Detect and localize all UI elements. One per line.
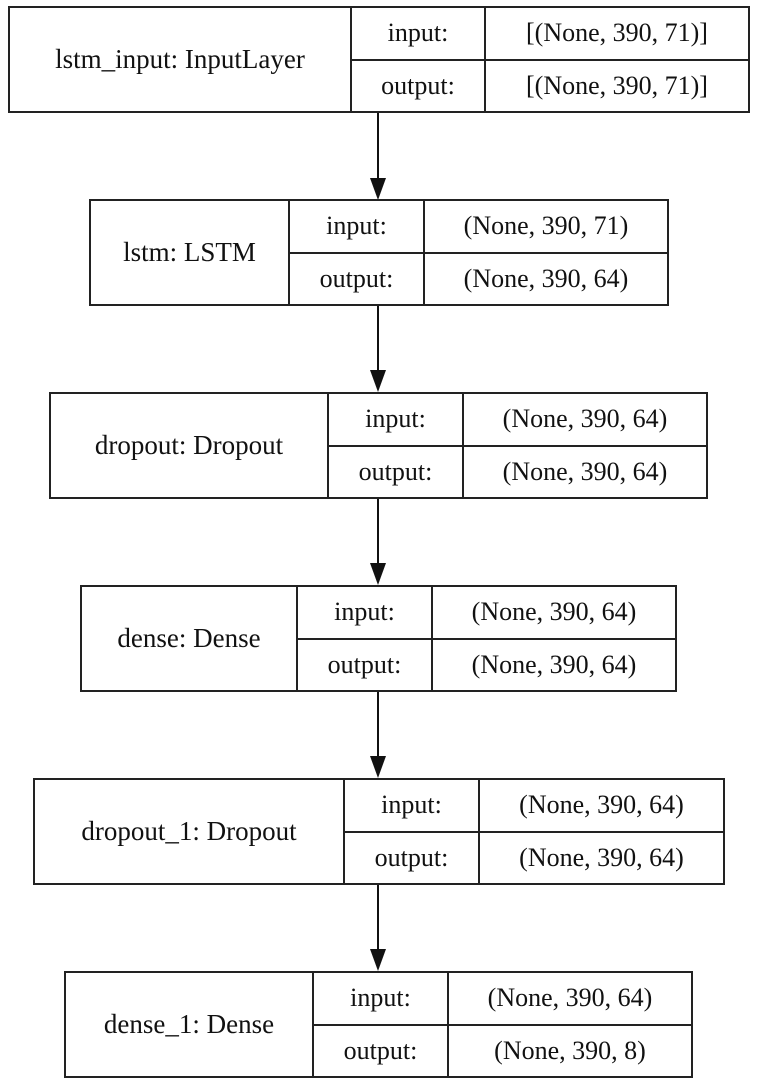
layer-node-lstm: lstm: LSTM input: output: (None, 390, 71… (89, 199, 669, 306)
output-label: output: (327, 649, 402, 679)
layer-name: dropout: Dropout (51, 394, 329, 497)
arrow-4 (370, 691, 386, 778)
arrow-2 (370, 305, 386, 392)
layer-name: dense_1: Dense (66, 973, 314, 1076)
layer-name: lstm: LSTM (91, 201, 290, 304)
output-label: output: (343, 1035, 418, 1065)
output-label: output: (319, 263, 394, 293)
arrow-5 (370, 884, 386, 971)
input-label: input: (314, 973, 447, 1026)
io-labels: input: output: (345, 780, 480, 883)
layer-node-dense: dense: Dense input: output: (None, 390, … (80, 585, 677, 692)
layer-node-dense-1: dense_1: Dense input: output: (None, 390… (64, 971, 693, 1078)
layer-name: lstm_input: InputLayer (10, 8, 352, 111)
io-shapes: (None, 390, 64) (None, 390, 8) (449, 973, 691, 1076)
io-labels: input: output: (314, 973, 449, 1076)
layer-node-dropout: dropout: Dropout input: output: (None, 3… (49, 392, 708, 499)
input-label: input: (329, 394, 462, 447)
io-shapes: (None, 390, 64) (None, 390, 64) (433, 587, 675, 690)
layer-node-lstm-input: lstm_input: InputLayer input: output: [(… (8, 6, 750, 113)
io-labels: input: output: (352, 8, 486, 111)
input-label: input: (345, 780, 478, 833)
input-shape: (None, 390, 64) (449, 973, 691, 1026)
io-shapes: [(None, 390, 71)] [(None, 390, 71)] (486, 8, 748, 111)
io-shapes: (None, 390, 64) (None, 390, 64) (464, 394, 706, 497)
output-shape: (None, 390, 8) (494, 1035, 646, 1065)
output-label: output: (381, 70, 455, 100)
arrow-3 (370, 498, 386, 585)
output-shape: [(None, 390, 71)] (526, 70, 708, 100)
output-shape: (None, 390, 64) (471, 649, 637, 679)
input-shape: (None, 390, 64) (480, 780, 723, 833)
input-label: input: (298, 587, 431, 640)
input-shape: (None, 390, 64) (433, 587, 675, 640)
input-label: input: (290, 201, 423, 254)
io-shapes: (None, 390, 64) (None, 390, 64) (480, 780, 723, 883)
arrow-1 (370, 112, 386, 200)
layer-name: dense: Dense (82, 587, 298, 690)
input-shape: [(None, 390, 71)] (486, 8, 748, 61)
input-label: input: (352, 8, 484, 61)
io-labels: input: output: (290, 201, 425, 304)
layer-node-dropout-1: dropout_1: Dropout input: output: (None,… (33, 778, 725, 885)
output-shape: (None, 390, 64) (519, 842, 684, 872)
output-label: output: (374, 842, 449, 872)
input-shape: (None, 390, 64) (464, 394, 706, 447)
io-labels: input: output: (329, 394, 464, 497)
io-shapes: (None, 390, 71) (None, 390, 64) (425, 201, 667, 304)
io-labels: input: output: (298, 587, 433, 690)
output-label: output: (358, 456, 433, 486)
output-shape: (None, 390, 64) (463, 263, 629, 293)
layer-name: dropout_1: Dropout (35, 780, 345, 883)
output-shape: (None, 390, 64) (502, 456, 668, 486)
input-shape: (None, 390, 71) (425, 201, 667, 254)
